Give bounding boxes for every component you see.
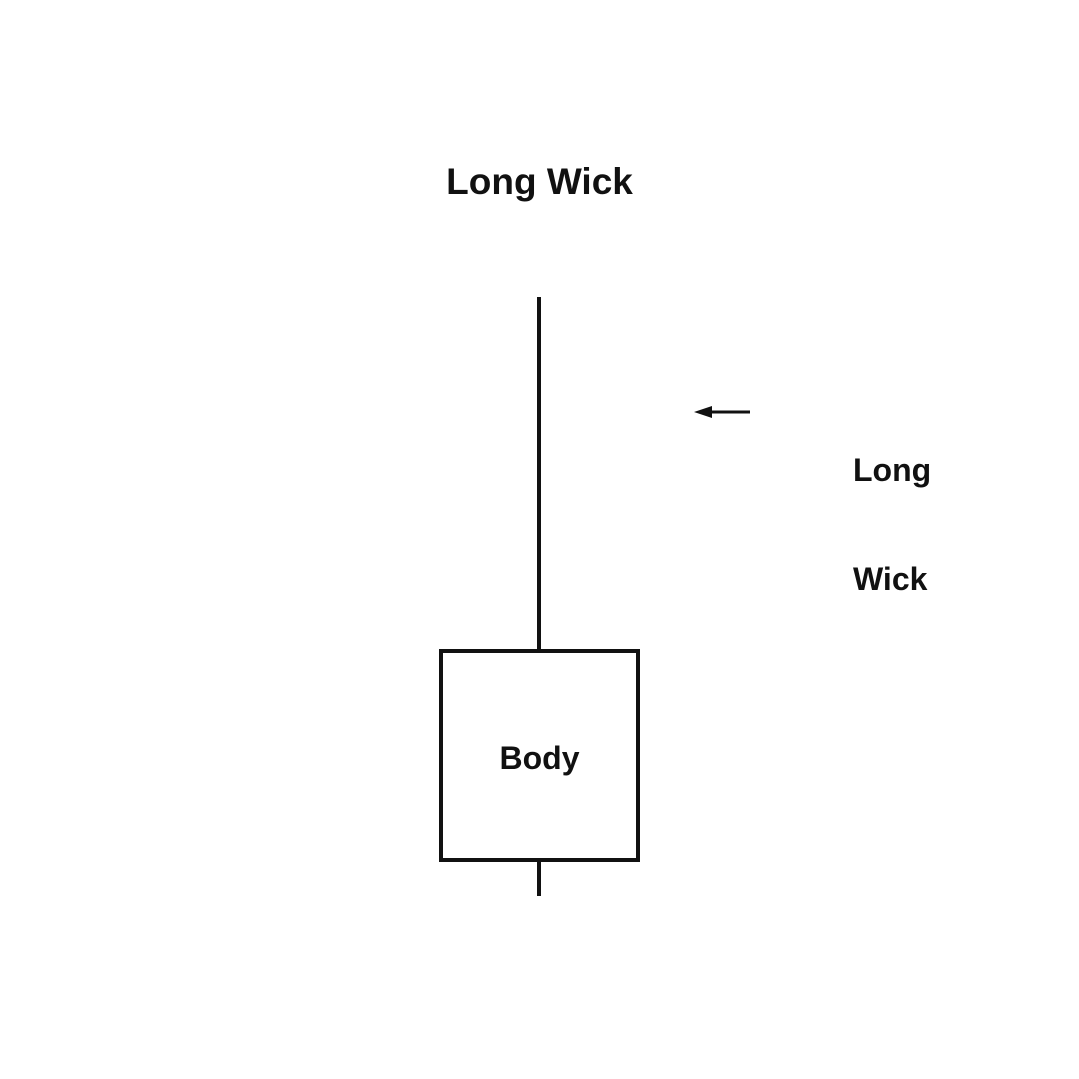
left-arrow-icon	[694, 406, 712, 418]
wick-callout-line-1: Long	[853, 451, 932, 488]
page-title: Long Wick	[446, 161, 633, 202]
wick-callout-label: Long Wick	[853, 379, 931, 671]
body-label: Body	[499, 740, 580, 776]
wick-callout-line-2: Wick	[853, 561, 928, 598]
